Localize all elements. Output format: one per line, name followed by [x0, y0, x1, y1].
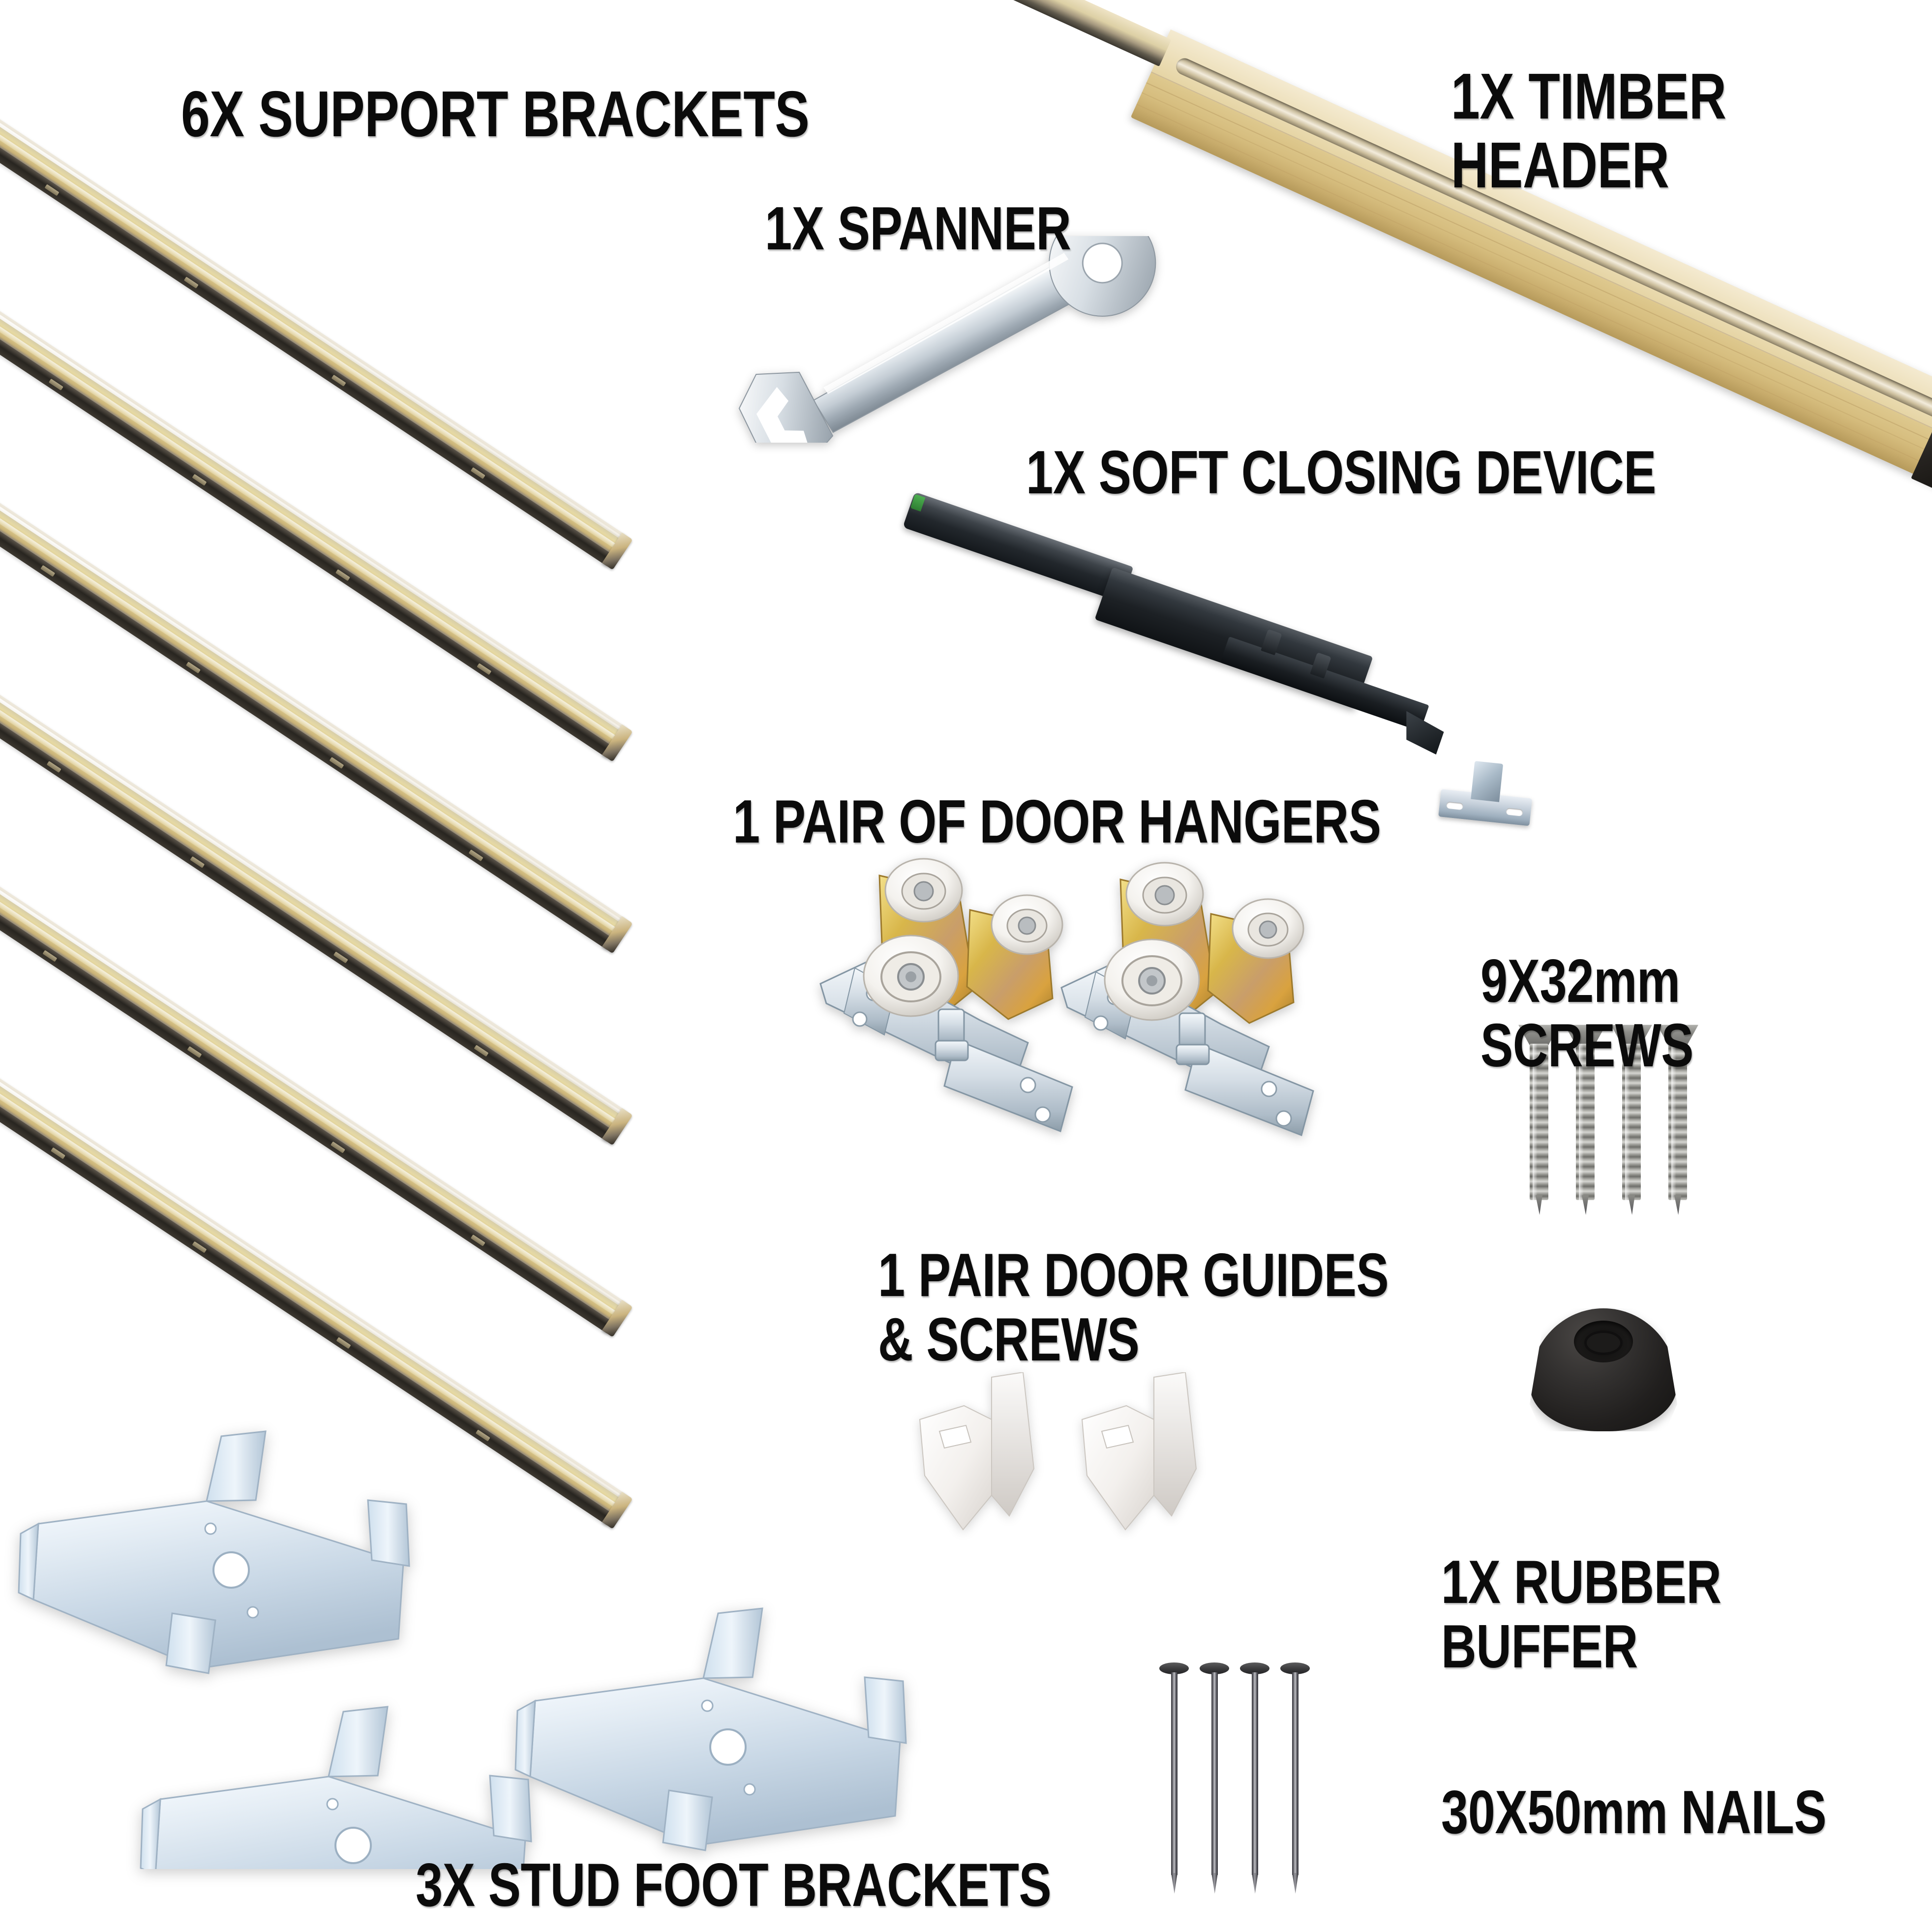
door-hangers-part: [797, 836, 1377, 1141]
label-stud-foot-brackets: 3X STUD FOOT BRACKETS: [416, 1851, 1052, 1919]
nail-item: [1280, 1662, 1310, 1894]
stud-foot-bracket: [18, 1430, 410, 1674]
door-guides-part: [905, 1372, 1318, 1579]
label-screws: 9X32mm SCREWS: [1480, 947, 1694, 1080]
label-nails: 30X50mm NAILS: [1441, 1779, 1827, 1846]
spanner-part: [728, 236, 1190, 443]
stud-foot-bracket: [140, 1706, 532, 1869]
soft-close-mounting-plate: [1438, 758, 1536, 826]
nail-item: [1200, 1662, 1229, 1894]
label-door-guides: 1 PAIR DOOR GUIDES & SCREWS: [878, 1241, 1389, 1374]
label-support-brackets: 6X SUPPORT BRACKETS: [181, 78, 810, 150]
screw-item: [1518, 1023, 1560, 1215]
label-spanner: 1X SPANNER: [765, 195, 1071, 263]
screws-group: [1518, 1023, 1698, 1215]
screw-item: [1611, 1023, 1652, 1215]
label-soft-closing-device: 1X SOFT CLOSING DEVICE: [1026, 439, 1656, 507]
stud-foot-bracket: [514, 1607, 907, 1851]
support-bracket-rail: [0, 106, 633, 570]
label-door-hangers: 1 PAIR OF DOOR HANGERS: [733, 788, 1381, 856]
screw-item: [1657, 1023, 1698, 1215]
nail-item: [1240, 1662, 1269, 1894]
label-rubber-buffer: 1X RUBBER BUFFER: [1441, 1548, 1721, 1681]
nails-group: [1159, 1662, 1310, 1894]
stud-foot-brackets-group: [10, 1417, 944, 1869]
nail-item: [1159, 1662, 1189, 1894]
screw-item: [1565, 1023, 1606, 1215]
rubber-buffer-part: [1530, 1308, 1677, 1431]
label-timber-header: 1X TIMBER HEADER: [1451, 60, 1726, 201]
